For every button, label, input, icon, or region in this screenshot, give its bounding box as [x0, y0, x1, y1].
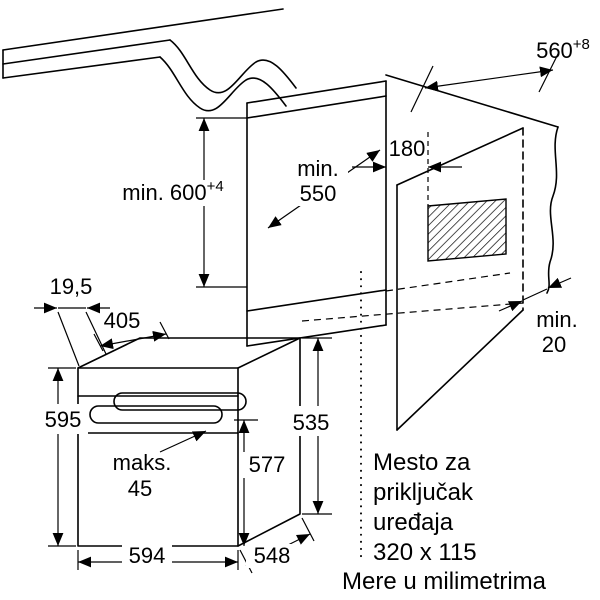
label-handle-max: maks. [113, 450, 172, 475]
label-top-clearance: 405 [104, 308, 141, 333]
label-backings [38, 154, 348, 568]
label-niche-width: 560+8 [536, 36, 590, 63]
label-fascia-overhang: 19,5 [50, 274, 93, 299]
oven [77, 337, 301, 547]
notes: Mesto za priključak uređaja 320 x 115 Me… [342, 449, 547, 595]
wall-torn-edge [546, 126, 559, 294]
torn-edge-top [169, 39, 297, 94]
label-handle-value: 45 [128, 476, 152, 501]
label-rear-gap-min: min. [536, 307, 578, 332]
label-niche-depth-value: 550 [300, 181, 337, 206]
note-connection-size: 320 x 115 [373, 539, 477, 566]
oven-handle-bar [89, 405, 223, 424]
oven-dimension-lines [34, 302, 332, 574]
note-connection-line2: priključak [373, 479, 474, 506]
label-oven-width: 594 [129, 543, 166, 568]
dimension-labels: 560+8 180 min. 550 min. 600+4 19,5 405 5… [45, 36, 590, 568]
torn-edge-bottom [159, 56, 287, 112]
label-oven-height: 595 [45, 407, 82, 432]
label-niche-depth-min: min. [297, 156, 339, 181]
note-connection-line1: Mesto za [373, 449, 471, 476]
label-body-height: 535 [293, 410, 330, 435]
rear-wall [301, 74, 559, 431]
connection-area-hatch [427, 198, 507, 262]
countertop [2, 8, 297, 112]
label-connection-offset: 180 [389, 136, 426, 161]
label-rear-gap-value: 20 [542, 332, 566, 357]
oven-handle-rear [113, 392, 247, 411]
label-door-height: 577 [249, 452, 286, 477]
label-niche-height: min. 600+4 [122, 178, 224, 205]
note-units: Mere u milimetrima [342, 568, 547, 595]
label-body-depth: 548 [254, 543, 291, 568]
note-connection-line3: uređaja [373, 509, 454, 536]
tall-cabinet-niche [246, 80, 387, 347]
niche-dimension-lines [196, 51, 572, 312]
